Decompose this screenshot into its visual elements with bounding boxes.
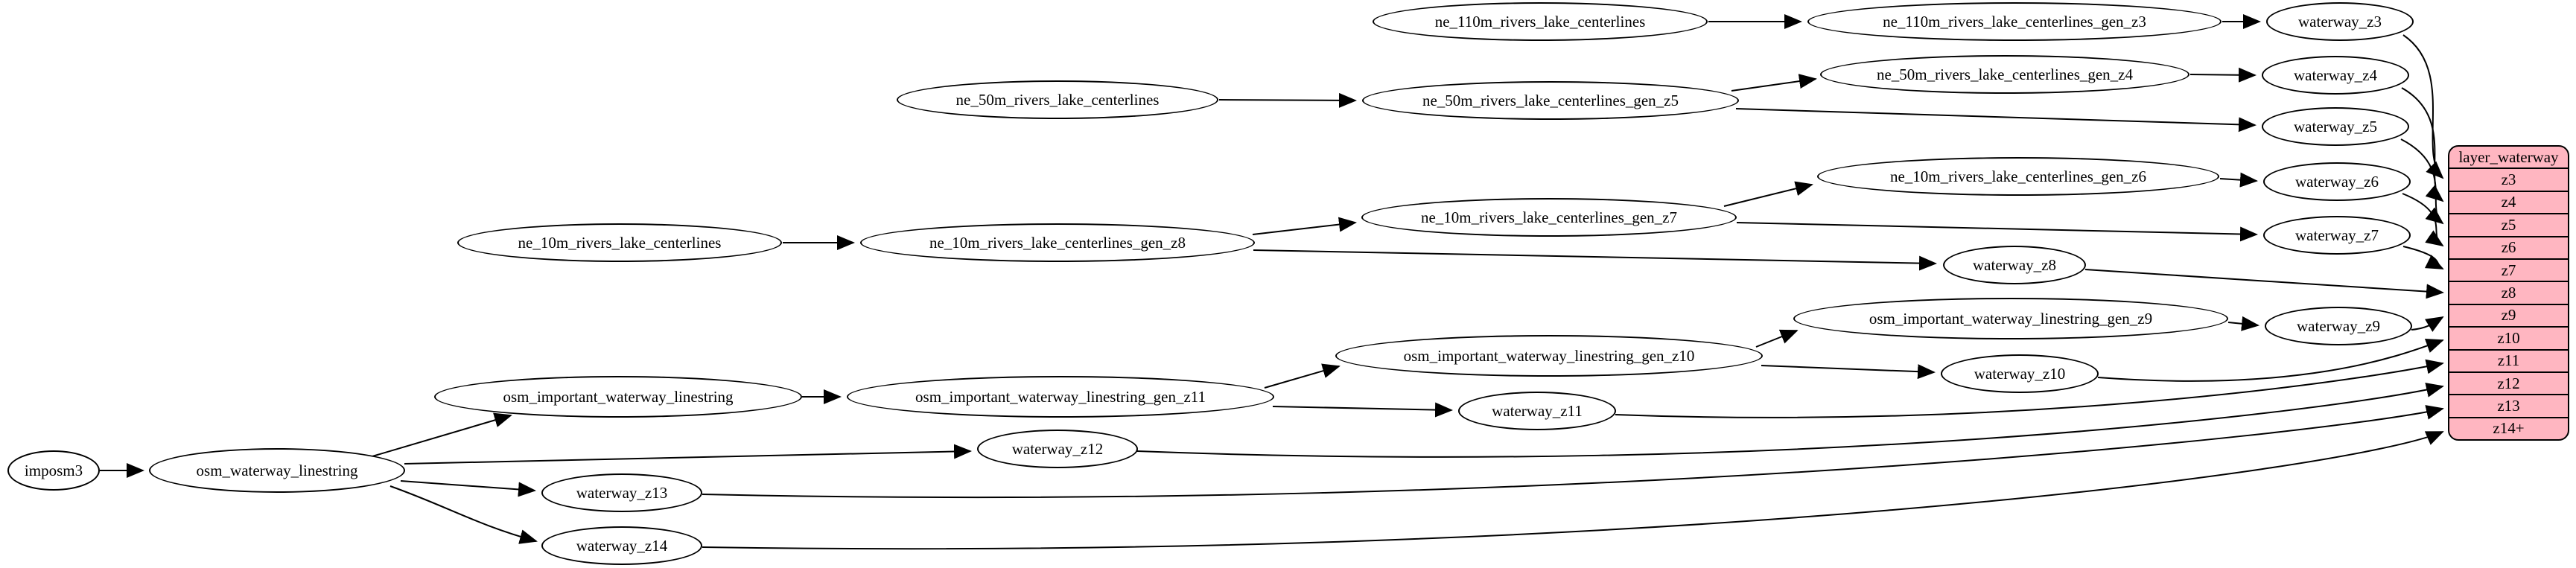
edge-waterway-z8-to-row-z8 xyxy=(2084,269,2444,299)
record-title: layer_waterway xyxy=(2458,147,2559,166)
node-waterway-z3: waterway_z3 xyxy=(2266,2,2414,41)
node-waterway-z9-label: waterway_z9 xyxy=(2297,316,2380,335)
node-gen-z3-label: ne_110m_rivers_lake_centerlines_gen_z3 xyxy=(1883,12,2146,31)
node-waterway-z8: waterway_z8 xyxy=(1943,246,2086,284)
node-waterway-z14: waterway_z14 xyxy=(541,526,702,565)
record-row-z8: z8 xyxy=(2449,281,2568,303)
node-waterway-z11: waterway_z11 xyxy=(1458,392,1616,430)
node-ne-110m-rivers-lake-centerlines-gen-z3: ne_110m_rivers_lake_centerlines_gen_z3 xyxy=(1807,2,2222,41)
node-osm-important-waterway-linestring-gen-z11: osm_important_waterway_linestring_gen_z1… xyxy=(847,376,1274,418)
edge-gen-z5-to-gen-z4 xyxy=(1731,74,1817,92)
node-gen-z8-label: ne_10m_rivers_lake_centerlines_gen_z8 xyxy=(929,233,1186,252)
edge-waterway-z5-to-row-z5 xyxy=(2400,138,2444,225)
edge-waterway-z3-to-row-z3 xyxy=(2402,34,2444,179)
edge-waterway-z7-to-row-z7 xyxy=(2402,246,2444,269)
edge-osm-waterway-linestring-to-waterway-z12 xyxy=(404,444,972,465)
edge-gen-z11-to-waterway-z11 xyxy=(1272,402,1453,418)
node-ne-10m-rivers-lake-centerlines-gen-z8: ne_10m_rivers_lake_centerlines_gen_z8 xyxy=(860,223,1255,262)
edge-osm-waterway-linestring-to-waterway-z14 xyxy=(389,485,538,544)
node-waterway-z4-label: waterway_z4 xyxy=(2294,66,2377,84)
edge-gen-z9-to-waterway-z9 xyxy=(2227,316,2259,331)
record-row-z11: z11 xyxy=(2449,348,2568,371)
node-waterway-z5: waterway_z5 xyxy=(2262,107,2409,146)
node-osm-waterway-linestring: osm_waterway_linestring xyxy=(149,448,405,493)
node-gen-z10-label: osm_important_waterway_linestring_gen_z1… xyxy=(1403,346,1695,365)
node-ne-10m-rivers-lake-centerlines: ne_10m_rivers_lake_centerlines xyxy=(457,223,782,262)
node-waterway-z12: waterway_z12 xyxy=(977,430,1138,468)
node-waterway-z4: waterway_z4 xyxy=(2262,56,2409,95)
edge-gen-z10-to-gen-z9 xyxy=(1755,329,1799,348)
node-waterway-z6-label: waterway_z6 xyxy=(2295,172,2379,191)
record-row-z6: z6 xyxy=(2449,235,2568,258)
node-ne-50m-rivers-lake-centerlines-gen-z4: ne_50m_rivers_lake_centerlines_gen_z4 xyxy=(1820,55,2189,94)
node-waterway-z7-label: waterway_z7 xyxy=(2295,226,2379,244)
node-ne-110m-rivers-lake-centerlines: ne_110m_rivers_lake_centerlines xyxy=(1373,2,1708,41)
record-row-z7: z7 xyxy=(2449,258,2568,281)
record-row-z5: z5 xyxy=(2449,213,2568,235)
node-waterway-z9: waterway_z9 xyxy=(2265,307,2412,345)
record-row-z10: z10 xyxy=(2449,326,2568,348)
node-ne-10m-rivers-lake-centerlines-gen-z7: ne_10m_rivers_lake_centerlines_gen_z7 xyxy=(1361,198,1737,237)
node-gen-z11-label: osm_important_waterway_linestring_gen_z1… xyxy=(915,387,1206,406)
node-gen-z4-label: ne_50m_rivers_lake_centerlines_gen_z4 xyxy=(1876,65,2134,83)
edge-waterway-z10-to-row-z10 xyxy=(2097,339,2444,382)
record-row-z12: z12 xyxy=(2449,371,2568,394)
edge-gen-z8-to-waterway-z8 xyxy=(1253,249,1937,271)
node-osm-important-waterway-linestring: osm_important_waterway_linestring xyxy=(434,376,802,418)
edge-gen-z11-to-gen-z10 xyxy=(1264,363,1341,389)
node-waterway-z8-label: waterway_z8 xyxy=(1973,255,2056,274)
edge-waterway-z4-to-row-z4 xyxy=(2401,87,2444,202)
edge-gen-z10-to-waterway-z10 xyxy=(1761,364,1936,380)
edge-waterway-z12-to-row-z12 xyxy=(1136,383,2444,458)
edge-waterway-z6-to-row-z6 xyxy=(2402,193,2444,247)
node-waterway-z3-label: waterway_z3 xyxy=(2298,12,2382,31)
node-waterway-z10: waterway_z10 xyxy=(1941,354,2099,393)
node-ne-50m-label: ne_50m_rivers_lake_centerlines xyxy=(955,90,1160,109)
node-imposm3: imposm3 xyxy=(7,450,100,491)
edge-gen-z5-to-waterway-z5 xyxy=(1735,108,2257,133)
node-gen-z7-label: ne_10m_rivers_lake_centerlines_gen_z7 xyxy=(1420,208,1678,226)
edge-osm-waterway-linestring-to-waterway-z13 xyxy=(400,480,536,497)
record-layer-waterway: layer_waterway z3 z4 z5 z6 z7 z8 z9 z10 … xyxy=(2448,145,2569,441)
node-gen-z9-label: osm_important_waterway_linestring_gen_z9 xyxy=(1869,309,2153,328)
record-row-z9: z9 xyxy=(2449,303,2568,326)
record-row-z14-plus: z14+ xyxy=(2449,416,2568,439)
edge-gen-z7-to-waterway-z7 xyxy=(1736,222,2258,242)
node-waterway-z7: waterway_z7 xyxy=(2263,216,2411,255)
edge-osm-waterway-linestring-to-osm-important-waterway-linestring xyxy=(372,412,512,457)
node-ne-110m-label: ne_110m_rivers_lake_centerlines xyxy=(1434,12,1646,31)
edge-waterway-z9-to-row-z9 xyxy=(2411,316,2444,332)
record-row-z4: z4 xyxy=(2449,190,2568,213)
record-row-z3: z3 xyxy=(2449,167,2568,190)
node-waterway-z6: waterway_z6 xyxy=(2263,162,2411,201)
node-osm-important-waterway-linestring-gen-z9: osm_important_waterway_linestring_gen_z9 xyxy=(1793,298,2228,339)
node-ne-10m-label: ne_10m_rivers_lake_centerlines xyxy=(518,233,722,252)
node-ne-50m-rivers-lake-centerlines-gen-z5: ne_50m_rivers_lake_centerlines_gen_z5 xyxy=(1362,81,1739,120)
node-waterway-z5-label: waterway_z5 xyxy=(2294,117,2377,135)
edge-waterway-z13-to-row-z13 xyxy=(702,405,2444,499)
node-waterway-z10-label: waterway_z10 xyxy=(1974,364,2066,383)
node-osm-important-waterway-linestring-label: osm_important_waterway_linestring xyxy=(503,387,734,406)
node-ne-10m-rivers-lake-centerlines-gen-z6: ne_10m_rivers_lake_centerlines_gen_z6 xyxy=(1817,157,2219,196)
edge-gen-z6-to-waterway-z6 xyxy=(2219,172,2258,188)
node-waterway-z11-label: waterway_z11 xyxy=(1492,401,1583,420)
node-imposm3-label: imposm3 xyxy=(24,461,83,479)
node-waterway-z13: waterway_z13 xyxy=(541,473,702,512)
record-row-z13: z13 xyxy=(2449,394,2568,416)
node-gen-z5-label: ne_50m_rivers_lake_centerlines_gen_z5 xyxy=(1422,91,1679,109)
edge-gen-z7-to-gen-z6 xyxy=(1723,181,1813,207)
edge-waterway-z14-to-row-z14 xyxy=(702,431,2444,550)
node-osm-waterway-linestring-label: osm_waterway_linestring xyxy=(196,461,358,479)
node-ne-50m-rivers-lake-centerlines: ne_50m_rivers_lake_centerlines xyxy=(897,80,1218,119)
edge-gen-z4-to-waterway-z4 xyxy=(2189,67,2257,83)
node-gen-z6-label: ne_10m_rivers_lake_centerlines_gen_z6 xyxy=(1889,167,2147,185)
edge-gen-z8-to-gen-z7 xyxy=(1252,217,1357,235)
node-waterway-z13-label: waterway_z13 xyxy=(576,483,668,502)
node-osm-important-waterway-linestring-gen-z10: osm_important_waterway_linestring_gen_z1… xyxy=(1335,335,1763,377)
node-waterway-z12-label: waterway_z12 xyxy=(1011,439,1104,458)
node-waterway-z14-label: waterway_z14 xyxy=(576,536,668,555)
edge-waterway-z11-to-row-z11 xyxy=(1615,359,2444,418)
